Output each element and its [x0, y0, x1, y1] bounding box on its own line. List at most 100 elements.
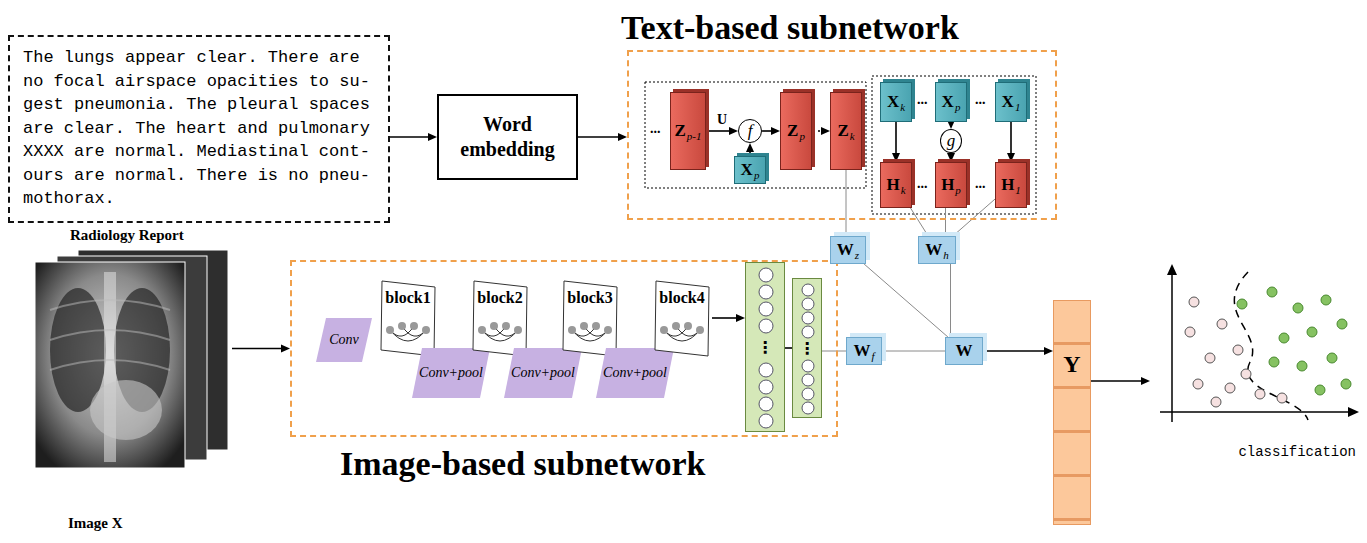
- connector-line: [864, 264, 948, 337]
- connector-line: [1010, 122, 1012, 154]
- conv-pool-layer: Conv+pool: [412, 348, 490, 398]
- node-label: X: [741, 160, 753, 180]
- arrowhead: [428, 133, 437, 141]
- node-sublabel: p: [799, 130, 805, 142]
- graphic-shape: [1277, 393, 1287, 403]
- text-holder: Wh: [919, 237, 955, 263]
- graphic-shape: [1327, 353, 1337, 363]
- text-holder: ⋮: [746, 263, 784, 431]
- connector-line: [822, 351, 846, 352]
- weight-cube: Wf: [846, 337, 882, 365]
- graphic-shape: [759, 285, 773, 299]
- graphic-shape: [1321, 295, 1331, 305]
- feature-bar: Hk: [880, 162, 912, 208]
- node-label: block3: [567, 289, 612, 307]
- graphic-shape: [50, 300, 170, 370]
- process-box: Word embedding: [437, 94, 578, 180]
- feature-bar: H1: [995, 162, 1027, 208]
- graphic-shape: [1348, 407, 1359, 417]
- graphic-shape: [1160, 411, 1350, 413]
- graphic-shape: [696, 326, 704, 334]
- dotted-frame: [645, 82, 866, 188]
- node-label: Word embedding: [453, 112, 563, 162]
- graphic-shape: [1297, 361, 1307, 371]
- graphic-shape: [386, 326, 394, 334]
- node-label: X: [1002, 92, 1014, 112]
- graphic-shape: [572, 326, 608, 341]
- node-label: H: [941, 175, 954, 195]
- connector: [945, 208, 946, 236]
- arrowhead: [729, 127, 738, 135]
- feature-bar: Zk: [830, 92, 862, 170]
- graphic-shape: [1171, 272, 1173, 422]
- node-sublabel: Radiology Report: [70, 227, 184, 244]
- text-holder: Xp: [936, 83, 966, 121]
- graphic-shape: [802, 360, 814, 372]
- text-holder: block3: [560, 278, 620, 358]
- node-sublabel: k: [900, 101, 905, 113]
- graphic-shape: [592, 322, 600, 330]
- text-holder: block4: [652, 278, 712, 358]
- graphic-shape: [580, 322, 588, 330]
- graphic-shape: [1205, 353, 1215, 363]
- node-label: Z: [674, 121, 685, 141]
- dense-block: block2: [470, 278, 530, 358]
- dense-block: block3: [560, 278, 620, 358]
- connector-line: [812, 130, 822, 132]
- subnetwork-group: Image-based subnetworkConvblock1Conv+poo…: [290, 260, 838, 437]
- node-label: W: [853, 341, 870, 361]
- node-label: block4: [659, 289, 704, 307]
- text-holder: Wz: [831, 237, 865, 263]
- connector-line: [882, 351, 945, 352]
- function-circle: f: [738, 119, 762, 143]
- node-label: H: [1001, 175, 1014, 195]
- graphic-shape: [398, 322, 406, 330]
- subnetwork-group: Text-based subnetworkZp-1fXpZpZkXkXpX1gH…: [627, 50, 1057, 220]
- node-label: H: [886, 175, 899, 195]
- arrowhead: [736, 314, 745, 322]
- graphic-shape: [514, 326, 522, 334]
- graphic-shape: [568, 326, 576, 334]
- node-sublabel: k: [901, 184, 906, 196]
- xray-image: Image X: [30, 250, 232, 536]
- graphic-shape: [672, 322, 680, 330]
- graphic-shape: [1189, 297, 1199, 307]
- arrowhead: [821, 127, 830, 135]
- graphic-shape: [802, 312, 814, 324]
- text-holder: The lungs appear clear. There are no foc…: [10, 37, 388, 221]
- connector: [712, 314, 745, 322]
- graphic-shape: [1167, 264, 1177, 275]
- text-holder: Zk: [831, 93, 861, 169]
- arrowhead: [618, 133, 627, 141]
- text-holder: block2: [470, 278, 530, 358]
- arrowhead: [771, 127, 780, 135]
- connector: [983, 347, 1053, 355]
- graphic-shape: [381, 281, 435, 356]
- text-holder: H1: [996, 163, 1026, 207]
- node-label: Conv+pool: [419, 365, 483, 381]
- node-label: Conv+pool: [603, 365, 667, 381]
- text-holder: Image X: [30, 250, 232, 536]
- node-sublabel: k: [850, 130, 855, 142]
- ellipsis-label: ...: [917, 176, 928, 192]
- connector: [1091, 377, 1150, 385]
- connector-line: [950, 264, 951, 337]
- graphic-shape: [664, 326, 700, 341]
- ellipsis-label: ...: [975, 92, 986, 108]
- text-holder: Word embedding: [439, 96, 576, 178]
- text-holder: Hk: [881, 163, 911, 207]
- text-holder: Conv: [316, 318, 372, 362]
- graphic-shape: [478, 326, 486, 334]
- node-label: block1: [385, 289, 430, 307]
- node-label: W: [956, 341, 973, 361]
- graphic-shape: [604, 326, 612, 334]
- report-box: The lungs appear clear. There are no foc…: [8, 35, 390, 223]
- text-holder: X1: [996, 83, 1026, 121]
- node-sublabel: 1: [1015, 101, 1021, 113]
- graphic-shape: [759, 319, 773, 333]
- node-label: W: [925, 240, 942, 260]
- text-holder: Xk: [881, 83, 911, 121]
- graphic-shape: [490, 322, 498, 330]
- connector-line: [785, 347, 792, 349]
- graphic-shape: [802, 298, 814, 310]
